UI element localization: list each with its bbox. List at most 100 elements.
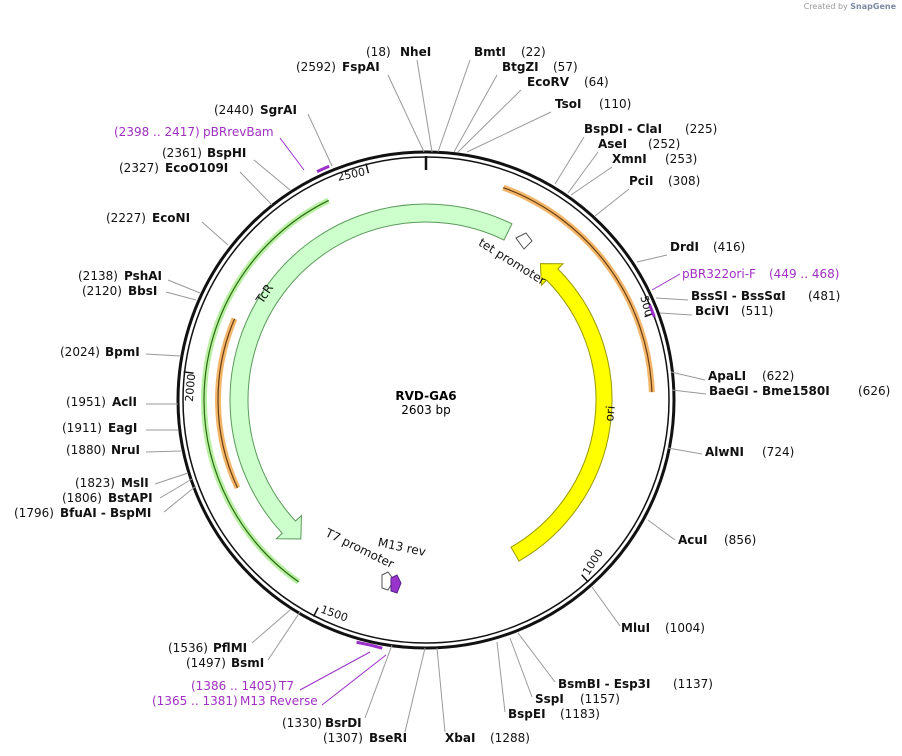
enzyme-position: (308)	[668, 174, 700, 188]
enzyme-name[interactable]: PflMI	[213, 641, 247, 655]
region-arc-right	[502, 184, 655, 393]
enzyme-name[interactable]: DrdI	[670, 240, 699, 254]
enzyme-name[interactable]: EcoNI	[152, 211, 190, 225]
enzyme-position: (22)	[521, 45, 546, 59]
primer-name[interactable]: pBR322ori-F	[682, 267, 756, 281]
enzyme-name[interactable]: BsrDI	[325, 716, 362, 730]
enzyme-position: (2592)	[296, 60, 336, 74]
enzyme-leader	[364, 644, 393, 719]
enzyme-leader	[517, 632, 556, 683]
enzyme-name[interactable]: BfuAI - BspMI	[60, 506, 151, 520]
enzyme-leader	[594, 188, 630, 217]
region-arc-left-line	[217, 318, 239, 489]
primer-mark-pbr322ori	[648, 304, 656, 318]
enzyme-position: (1951)	[66, 395, 106, 409]
enzyme-name[interactable]: BspDI - ClaI	[584, 122, 662, 136]
primer-name[interactable]: M13 Reverse	[240, 694, 318, 708]
enzyme-name[interactable]: EagI	[108, 421, 137, 435]
enzyme-name[interactable]: BseRI	[369, 731, 407, 745]
enzyme-leader	[154, 472, 189, 485]
enzyme-position: (2138)	[78, 269, 118, 283]
scale-tick-label: 2500	[336, 165, 366, 184]
enzyme-leader	[159, 478, 193, 499]
primer-range: (1386 .. 1405)	[191, 679, 277, 693]
enzyme-name[interactable]: XmnI	[612, 152, 647, 166]
backbone-outer	[176, 150, 676, 650]
enzyme-leader	[201, 221, 229, 246]
region-arc-green-line	[203, 199, 329, 404]
enzyme-name[interactable]: BsmI	[231, 656, 264, 670]
enzyme-name[interactable]: BmtI	[474, 45, 506, 59]
enzyme-name[interactable]: EcoRV	[527, 75, 570, 89]
feature-label-tet-promoter: tet promoter	[476, 235, 548, 287]
enzyme-name[interactable]: XbaI	[445, 731, 475, 745]
enzyme-name[interactable]: AcuI	[678, 533, 707, 547]
enzyme-name[interactable]: AclI	[112, 395, 137, 409]
enzyme-leader	[655, 297, 689, 301]
enzyme-name[interactable]: NruI	[111, 443, 140, 457]
m13-rev-glyph	[390, 574, 402, 594]
primer-leader	[299, 651, 371, 691]
enzyme-leader	[267, 611, 301, 661]
enzyme-name[interactable]: FspAI	[342, 60, 380, 74]
enzyme-name[interactable]: EcoO109I	[165, 161, 228, 175]
enzyme-name[interactable]: MslI	[121, 476, 149, 490]
enzyme-name[interactable]: TsoI	[555, 97, 581, 111]
enzyme-name[interactable]: BciVI	[695, 304, 729, 318]
enzyme-leader	[167, 279, 201, 294]
enzyme-name[interactable]: SgrAI	[260, 103, 297, 117]
feature-ori[interactable]	[510, 263, 613, 562]
feature-tcr[interactable]	[229, 203, 513, 540]
enzyme-name[interactable]: BssSI - BssSαI	[691, 289, 786, 303]
enzyme-name[interactable]: SspI	[535, 692, 564, 706]
enzyme-name[interactable]: BpmI	[105, 345, 140, 359]
enzyme-name[interactable]: BtgZI	[502, 60, 539, 74]
enzyme-position: (1536)	[168, 641, 208, 655]
enzyme-leader	[567, 151, 599, 194]
enzyme-position: (1183)	[560, 707, 600, 721]
enzyme-name[interactable]: ApaLI	[708, 369, 746, 383]
enzyme-position: (2327)	[119, 161, 159, 175]
scale-tick	[365, 163, 370, 174]
scale-tick	[183, 371, 194, 374]
scale-tick	[581, 574, 589, 583]
enzyme-name[interactable]: BaeGI - Bme1580I	[709, 384, 830, 398]
enzyme-name[interactable]: PciI	[629, 174, 654, 188]
enzyme-position: (1796)	[14, 506, 54, 520]
enzyme-position: (225)	[685, 122, 717, 136]
region-arc-right-line	[503, 187, 653, 393]
credit: Created by SnapGene	[803, 2, 896, 11]
enzyme-name[interactable]: BspHI	[207, 146, 246, 160]
enzyme-position: (1911)	[62, 421, 102, 435]
primer-name[interactable]: pBRrevBam	[203, 125, 274, 139]
primer-leader	[279, 137, 305, 171]
enzyme-leader	[570, 166, 613, 196]
enzyme-name[interactable]: AlwNI	[705, 445, 744, 459]
enzyme-name[interactable]: NheI	[400, 45, 431, 59]
enzyme-leader	[251, 609, 291, 644]
enzyme-position: (252)	[648, 137, 680, 151]
feature-label-ori: ori	[602, 405, 618, 422]
enzyme-position: (64)	[584, 75, 609, 89]
primer-mark-t7	[356, 640, 383, 650]
enzyme-position: (626)	[858, 384, 890, 398]
enzyme-name[interactable]: AseI	[598, 137, 627, 151]
enzyme-leader	[509, 637, 533, 698]
enzyme-position: (1880)	[66, 443, 106, 457]
enzyme-leader	[496, 641, 506, 713]
primer-leader	[321, 654, 387, 706]
enzyme-name[interactable]: BbsI	[128, 284, 157, 298]
enzyme-leader	[667, 447, 703, 455]
enzyme-name[interactable]: BspEI	[508, 707, 546, 721]
enzyme-name[interactable]: BsmBI - Esp3I	[558, 677, 650, 691]
enzyme-name[interactable]: MluI	[621, 621, 650, 635]
enzyme-position: (2120)	[82, 284, 122, 298]
enzyme-name[interactable]: PshAI	[124, 269, 162, 283]
enzyme-position: (253)	[665, 152, 697, 166]
enzyme-leader	[165, 291, 197, 301]
enzyme-name[interactable]: BstAPI	[108, 491, 153, 505]
enzyme-leader	[387, 74, 425, 153]
primer-name[interactable]: T7	[278, 679, 294, 693]
